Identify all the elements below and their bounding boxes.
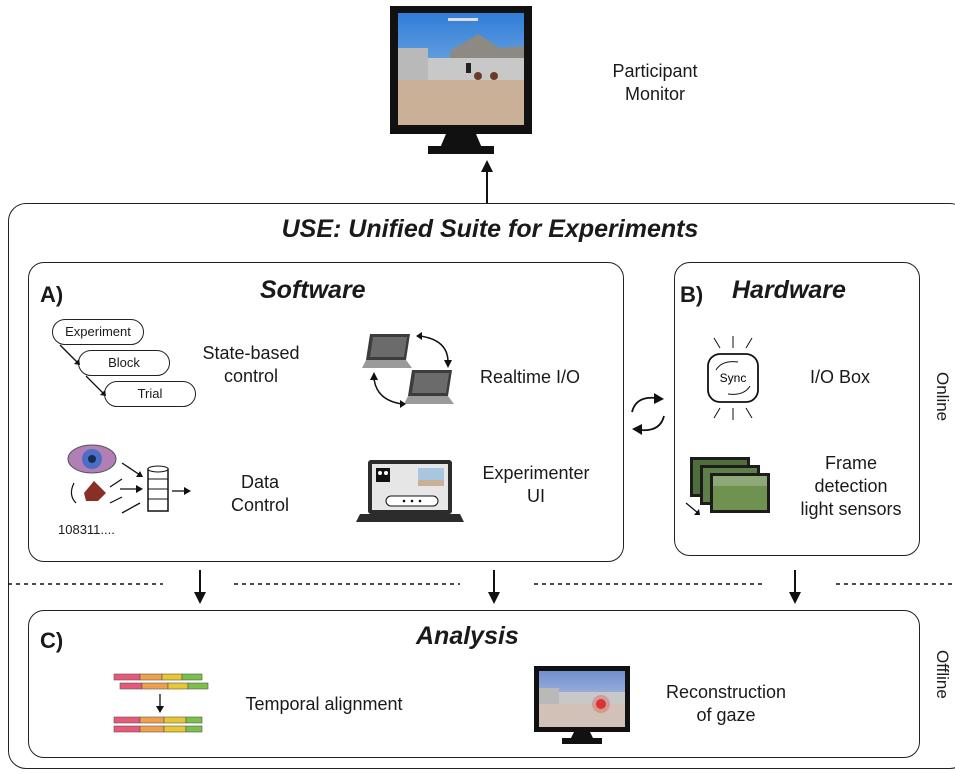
frame-line2: detection bbox=[814, 476, 888, 496]
state-label-line2: control bbox=[223, 366, 279, 386]
exp-ui-line1: Experimenter bbox=[482, 463, 590, 483]
temporal-alignment-icon bbox=[113, 673, 209, 733]
exp-ui-line2: UI bbox=[527, 486, 545, 506]
experimenter-ui-label: Experimenter UI bbox=[466, 462, 606, 508]
gaze-line2: of gaze bbox=[696, 705, 756, 725]
analysis-letter: C) bbox=[40, 628, 64, 653]
data-number-label: 108311.... bbox=[58, 522, 115, 537]
online-label: Online bbox=[933, 372, 952, 422]
gaze-line1: Reconstruction bbox=[665, 682, 787, 702]
state-label-line1: State-based bbox=[202, 343, 300, 363]
trial-pill: Trial bbox=[104, 381, 196, 407]
data-label-line1: Data bbox=[240, 472, 280, 492]
participant-monitor-label: Participant Monitor bbox=[585, 60, 725, 106]
io-box-label: I/O Box bbox=[809, 367, 871, 387]
temporal-alignment-label: Temporal alignment bbox=[245, 694, 403, 714]
online-offline-divider bbox=[8, 583, 955, 585]
block-pill: Block bbox=[78, 350, 170, 376]
hardware-title: Hardware bbox=[732, 276, 846, 304]
state-hierarchy-arrows bbox=[59, 344, 106, 396]
realtime-io-label: Realtime I/O bbox=[479, 367, 581, 387]
data-control-icon bbox=[67, 444, 191, 514]
arrow-up-to-monitor bbox=[481, 160, 493, 204]
analysis-title: Analysis bbox=[416, 622, 519, 650]
suite-title: USE: Unified Suite for Experiments bbox=[281, 215, 699, 243]
arrow-down-3 bbox=[789, 570, 801, 604]
state-based-control-label: State-based control bbox=[196, 342, 306, 388]
experiment-pill: Experiment bbox=[52, 319, 144, 345]
software-panel bbox=[28, 262, 624, 562]
monitor-label-line2: Monitor bbox=[624, 84, 686, 104]
data-control-label: Data Control bbox=[210, 471, 310, 517]
software-hardware-sync-arrows bbox=[631, 393, 665, 435]
experimenter-ui-laptop-icon bbox=[356, 460, 464, 522]
frame-line1: Frame bbox=[824, 453, 877, 473]
suite-outer-box bbox=[8, 203, 955, 769]
software-title: Software bbox=[260, 276, 366, 304]
arrow-down-2 bbox=[488, 570, 500, 604]
offline-label: Offline bbox=[933, 650, 952, 699]
realtime-laptops-icon bbox=[362, 332, 454, 408]
frame-sensor-icon bbox=[685, 457, 770, 515]
participant-monitor-icon bbox=[390, 6, 532, 154]
sync-io-box-icon: Sync bbox=[707, 336, 759, 420]
sync-text: Sync bbox=[720, 371, 747, 385]
frame-line3: light sensors bbox=[800, 499, 902, 519]
gaze-reconstruction-label: Reconstruction of gaze bbox=[646, 681, 806, 727]
data-label-line2: Control bbox=[230, 495, 290, 515]
software-letter: A) bbox=[40, 282, 64, 307]
arrow-down-1 bbox=[194, 570, 206, 604]
frame-detection-label: Frame detection light sensors bbox=[776, 452, 926, 521]
gaze-reconstruction-icon bbox=[534, 666, 630, 744]
hardware-letter: B) bbox=[680, 282, 704, 307]
monitor-label-line1: Participant bbox=[612, 61, 698, 81]
